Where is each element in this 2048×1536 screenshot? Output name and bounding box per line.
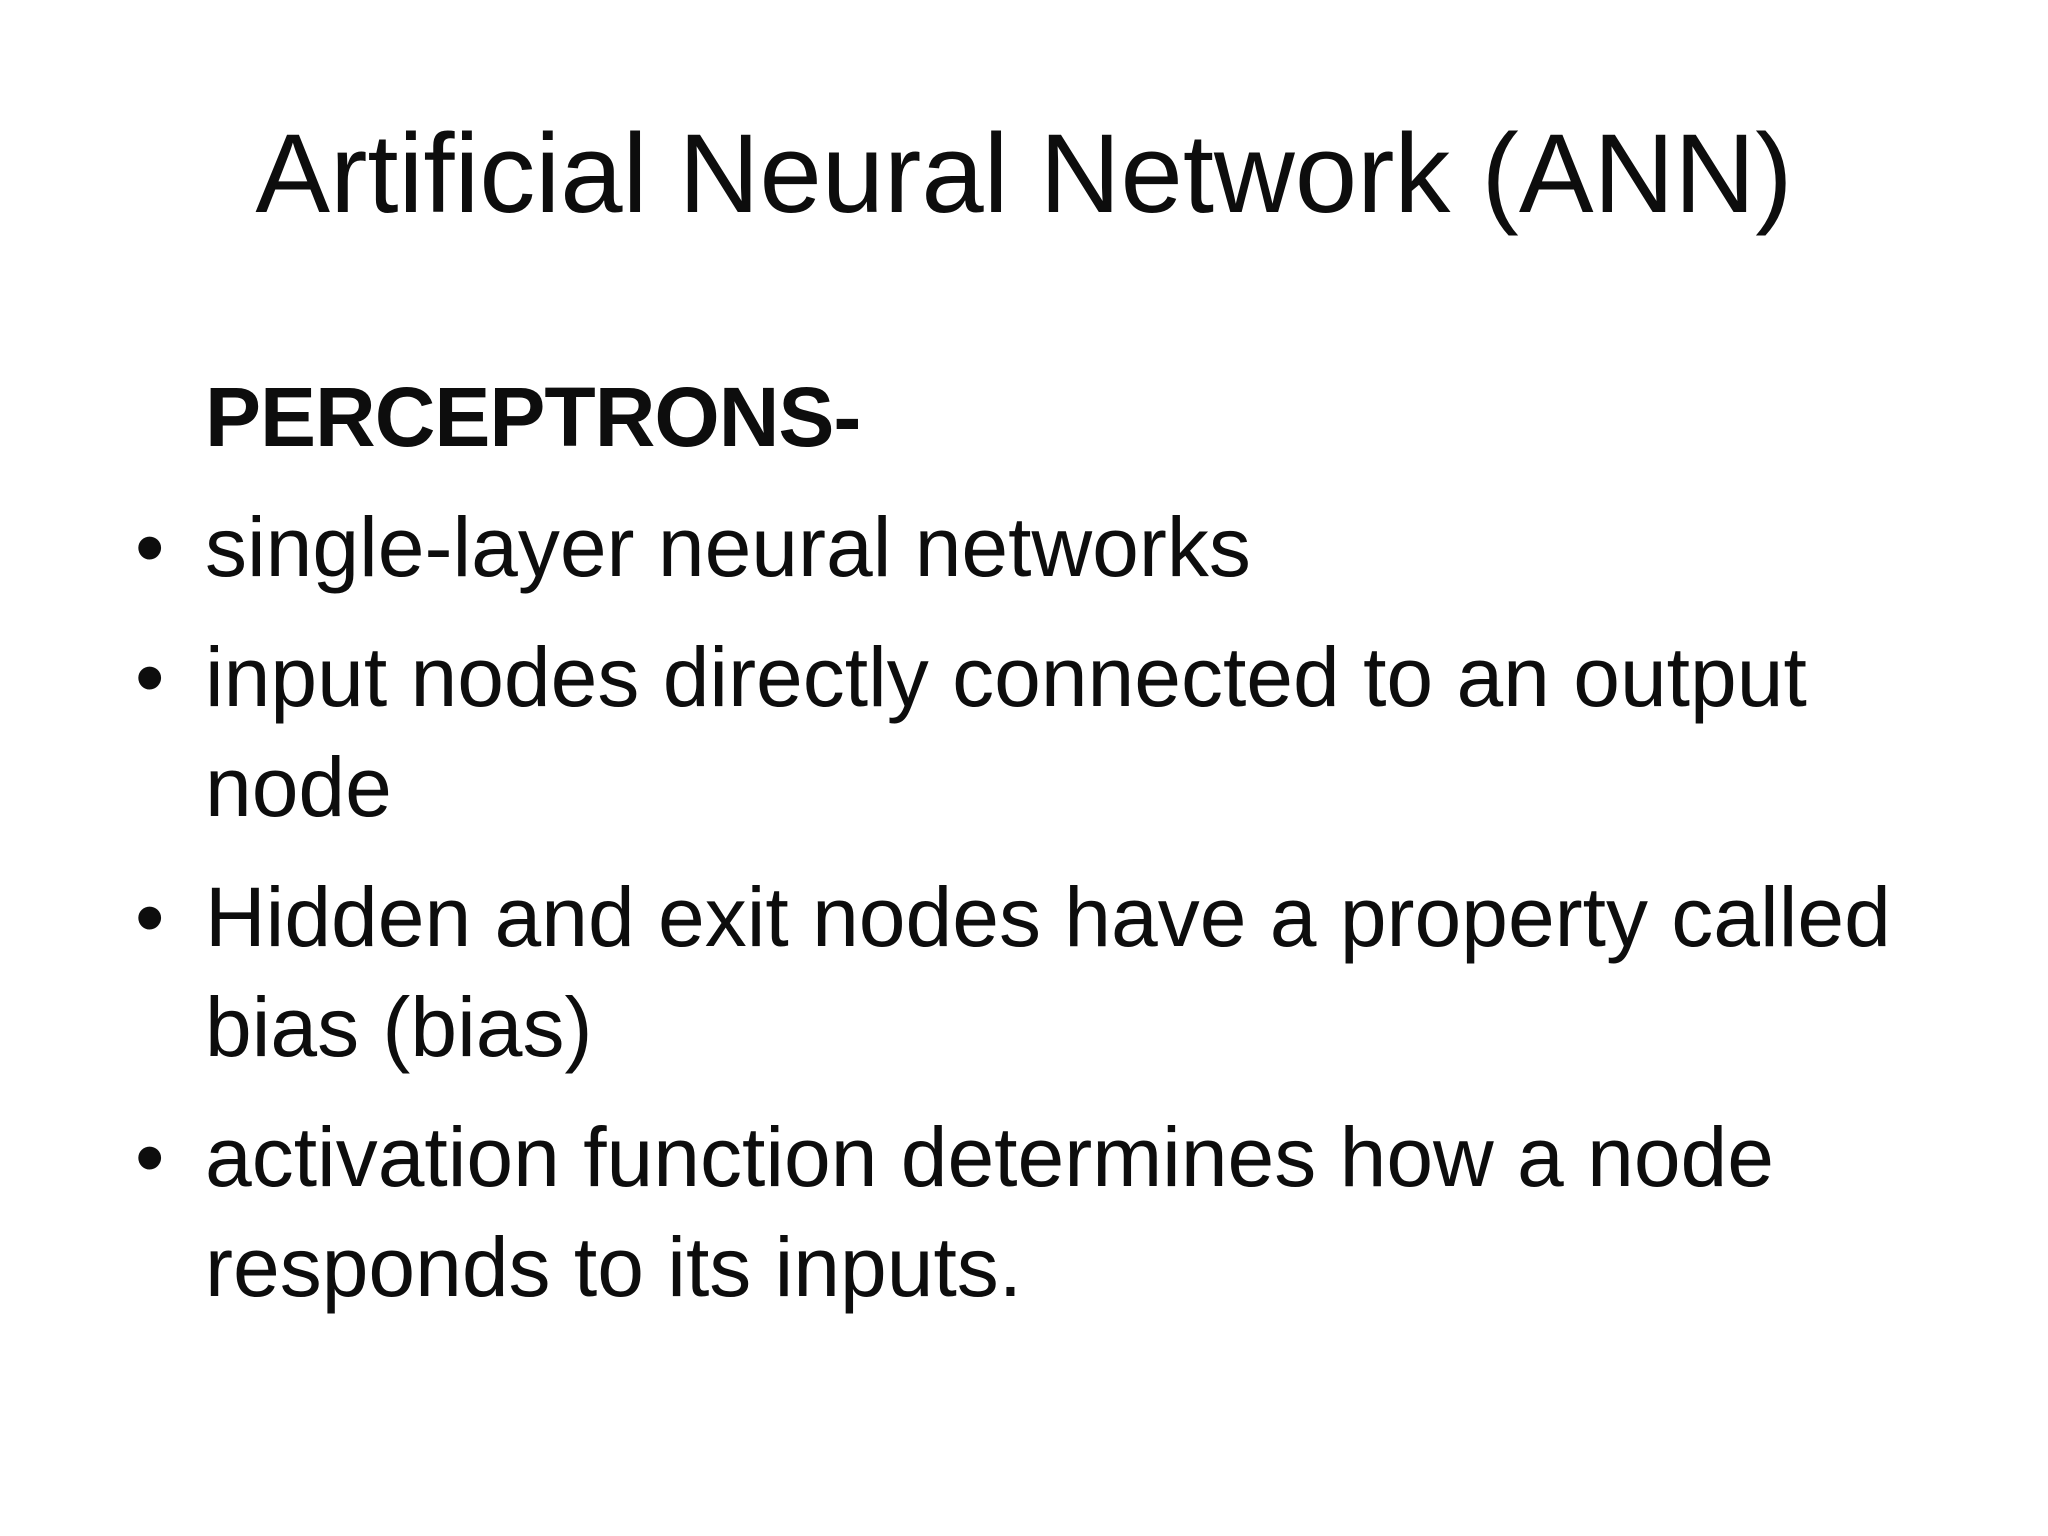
list-item: • input nodes directly connected to an o… (135, 622, 1925, 842)
list-item: • Hidden and exit nodes have a property … (135, 862, 1925, 1082)
bullet-list: • single-layer neural networks • input n… (135, 492, 1925, 1322)
bullet-icon: • (135, 630, 165, 724)
slide-body: PERCEPTRONS- • single-layer neural netwo… (135, 362, 1925, 1322)
bullet-text: single-layer neural networks (205, 500, 1251, 594)
bullet-icon: • (135, 870, 165, 964)
slide-title: Artificial Neural Network (ANN) (255, 111, 1793, 236)
list-item: • single-layer neural networks (135, 492, 1925, 602)
section-heading-perceptrons: PERCEPTRONS- (205, 370, 861, 464)
bullet-text: input nodes directly connected to an out… (205, 630, 1807, 834)
list-item: • activation function determines how a n… (135, 1102, 1925, 1322)
bullet-text: Hidden and exit nodes have a property ca… (205, 870, 1891, 1074)
bullet-icon: • (135, 500, 165, 594)
bullet-icon: • (135, 1110, 165, 1204)
bullet-text: activation function determines how a nod… (205, 1110, 1774, 1314)
